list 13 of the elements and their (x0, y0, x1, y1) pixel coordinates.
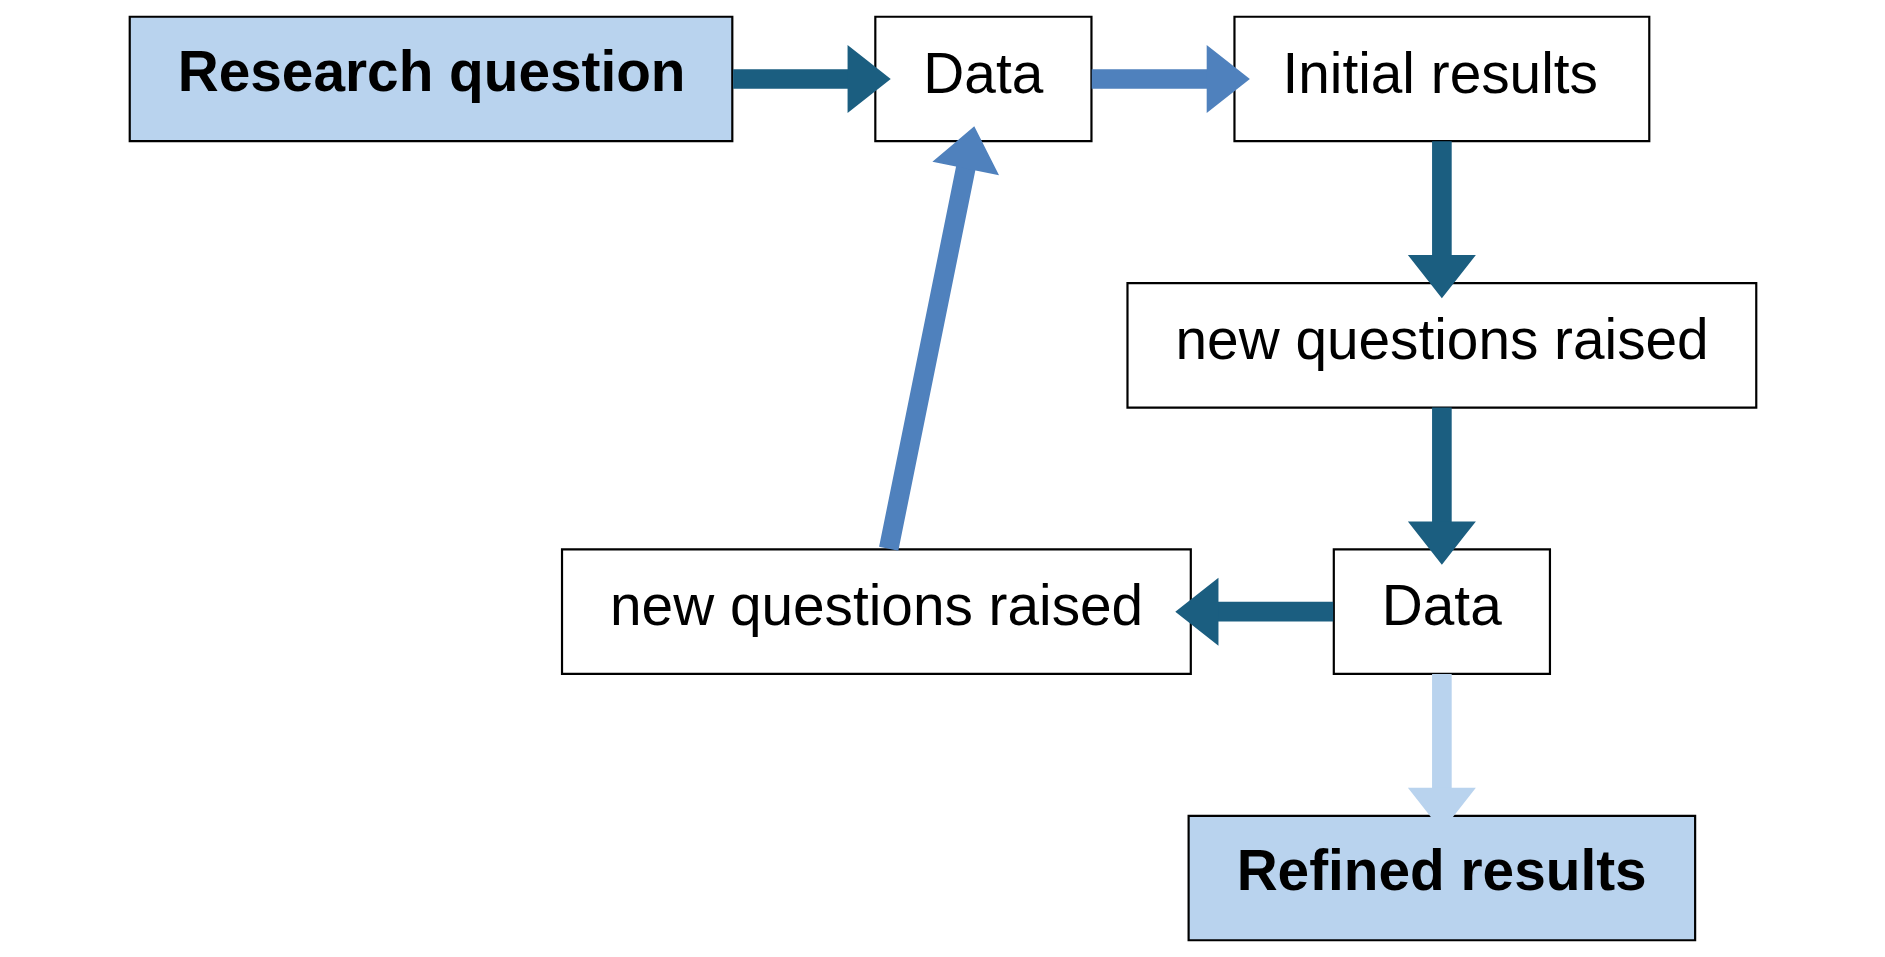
node-box: Data (873, 15, 1093, 143)
node-box: Research question (128, 15, 733, 143)
arrow (1407, 141, 1476, 299)
arrow (732, 44, 891, 113)
node-box: Refined results (1187, 814, 1696, 942)
arrow (1407, 407, 1476, 565)
arrow (1091, 44, 1250, 113)
node-box: new questions raised (560, 548, 1192, 675)
arrow (878, 126, 999, 551)
node-box: Data (1332, 548, 1551, 675)
node-box: Initial results (1232, 15, 1650, 143)
arrow (1174, 577, 1333, 646)
node-box: new questions raised (1125, 282, 1757, 409)
